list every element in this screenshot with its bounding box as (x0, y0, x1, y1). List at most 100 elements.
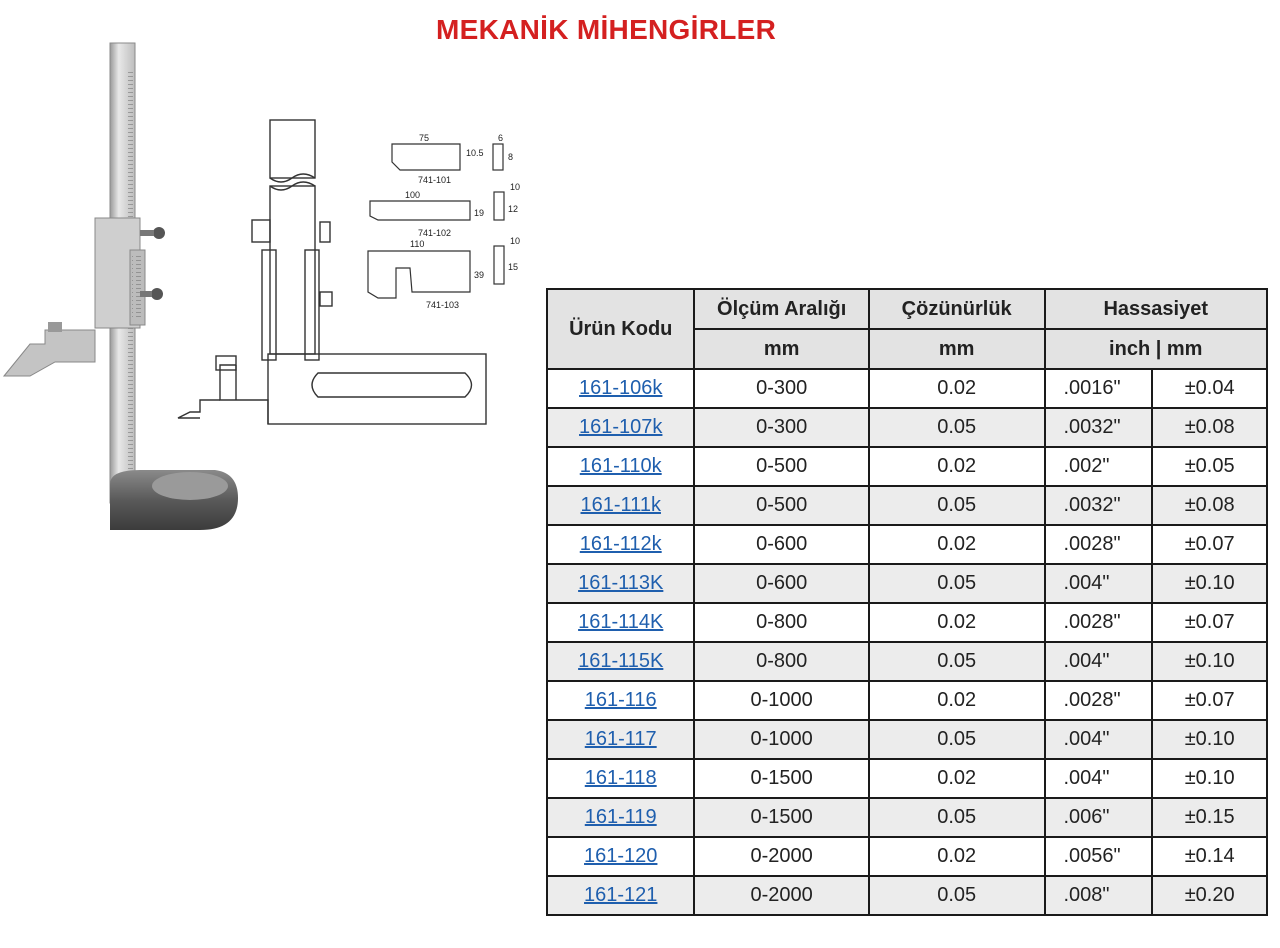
accuracy-inch-cell: .004" (1043, 758, 1154, 799)
product-code-cell: 161-114K (545, 602, 696, 643)
accuracy-mm-cell: ±0.07 (1151, 524, 1268, 565)
accuracy-mm-cell: ±0.10 (1151, 758, 1268, 799)
product-code-link[interactable]: 161-118 (584, 767, 657, 789)
accuracy-mm-cell: ±0.07 (1151, 602, 1268, 643)
product-code-link[interactable]: 161-110k (579, 455, 662, 477)
range-cell: 0-1000 (693, 680, 870, 721)
resolution-cell: 0.02 (867, 758, 1046, 799)
dim-19: 19 (474, 208, 484, 218)
header-code: Ürün Kodu (545, 288, 696, 370)
range-cell: 0-600 (693, 563, 870, 604)
range-cell: 0-500 (693, 485, 870, 526)
accuracy-inch-cell: .0028" (1043, 602, 1154, 643)
dim-15: 15 (508, 262, 518, 272)
accuracy-mm-cell: ±0.08 (1151, 407, 1268, 448)
page-title: MEKANİK MİHENGİRLER (436, 14, 777, 45)
accuracy-mm-cell: ±0.15 (1151, 797, 1268, 838)
accuracy-mm-cell: ±0.07 (1151, 680, 1268, 721)
label-741-101: 741-101 (418, 175, 451, 185)
product-code-cell: 161-121 (545, 875, 696, 916)
resolution-cell: 0.05 (867, 407, 1046, 448)
product-code-cell: 161-107k (545, 407, 696, 448)
resolution-cell: 0.05 (867, 485, 1046, 526)
accuracy-mm-cell: ±0.20 (1151, 875, 1268, 916)
accuracy-mm-cell: ±0.04 (1151, 368, 1268, 409)
label-741-102: 741-102 (418, 228, 451, 238)
height-gauge-drawing (177, 119, 487, 425)
product-code-cell: 161-113K (545, 563, 696, 604)
range-cell: 0-2000 (693, 875, 870, 916)
accuracy-inch-cell: .008" (1043, 875, 1154, 916)
accuracy-inch-cell: .004" (1043, 719, 1154, 760)
product-code-link[interactable]: 161-117 (584, 728, 657, 750)
accuracy-inch-cell: .0028" (1043, 680, 1154, 721)
spec-table-wrapper: Ürün Kodu Ölçüm Aralığı Çözünürlük Hassa… (545, 288, 1268, 916)
accuracy-inch-cell: .004" (1043, 641, 1154, 682)
accuracy-mm-cell: ±0.10 (1151, 563, 1268, 604)
accuracy-inch-cell: .0056" (1043, 836, 1154, 877)
range-cell: 0-500 (693, 446, 870, 487)
resolution-cell: 0.02 (867, 836, 1046, 877)
resolution-cell: 0.02 (867, 368, 1046, 409)
header-range: Ölçüm Aralığı (693, 288, 870, 330)
accuracy-mm-cell: ±0.08 (1151, 485, 1268, 526)
product-code-link[interactable]: 161-116 (584, 689, 657, 711)
product-code-cell: 161-110k (545, 446, 696, 487)
accuracy-inch-cell: .006" (1043, 797, 1154, 838)
blade-drawings (367, 143, 505, 299)
product-code-cell: 161-111k (545, 485, 696, 526)
resolution-cell: 0.02 (867, 680, 1046, 721)
product-code-link[interactable]: 161-115K (578, 650, 664, 672)
product-code-link[interactable]: 161-119 (584, 806, 657, 828)
resolution-cell: 0.05 (867, 797, 1046, 838)
accuracy-mm-cell: ±0.10 (1151, 719, 1268, 760)
product-code-link[interactable]: 161-107k (579, 416, 663, 438)
product-code-link[interactable]: 161-112k (579, 533, 662, 555)
spec-table: Ürün Kodu Ölçüm Aralığı Çözünürlük Hassa… (545, 288, 1268, 916)
accuracy-mm-cell: ±0.05 (1151, 446, 1268, 487)
dim-10-5: 10.5 (466, 148, 484, 158)
resolution-cell: 0.05 (867, 719, 1046, 760)
accuracy-inch-cell: .0032" (1043, 407, 1154, 448)
product-code-cell: 161-116 (545, 680, 696, 721)
range-cell: 0-300 (693, 407, 870, 448)
product-code-link[interactable]: 161-114K (578, 611, 664, 633)
label-741-103: 741-103 (426, 300, 459, 310)
product-code-link[interactable]: 161-111k (580, 494, 661, 516)
header-range-unit: mm (693, 328, 870, 370)
product-code-link[interactable]: 161-113K (578, 572, 664, 594)
resolution-cell: 0.05 (867, 563, 1046, 604)
accuracy-inch-cell: .004" (1043, 563, 1154, 604)
product-code-link[interactable]: 161-121 (584, 884, 658, 906)
product-code-cell: 161-120 (545, 836, 696, 877)
product-code-cell: 161-117 (545, 719, 696, 760)
resolution-cell: 0.02 (867, 446, 1046, 487)
product-code-cell: 161-112k (545, 524, 696, 565)
range-cell: 0-1500 (693, 758, 870, 799)
range-cell: 0-600 (693, 524, 870, 565)
product-code-cell: 161-119 (545, 797, 696, 838)
product-code-link[interactable]: 161-120 (584, 845, 658, 867)
dim-10-a: 10 (510, 182, 520, 192)
range-cell: 0-2000 (693, 836, 870, 877)
dim-6: 6 (498, 133, 503, 143)
product-code-link[interactable]: 161-106k (579, 377, 663, 399)
resolution-cell: 0.05 (867, 641, 1046, 682)
dim-39: 39 (474, 270, 484, 280)
dim-8: 8 (508, 152, 513, 162)
accuracy-mm-cell: ±0.10 (1151, 641, 1268, 682)
